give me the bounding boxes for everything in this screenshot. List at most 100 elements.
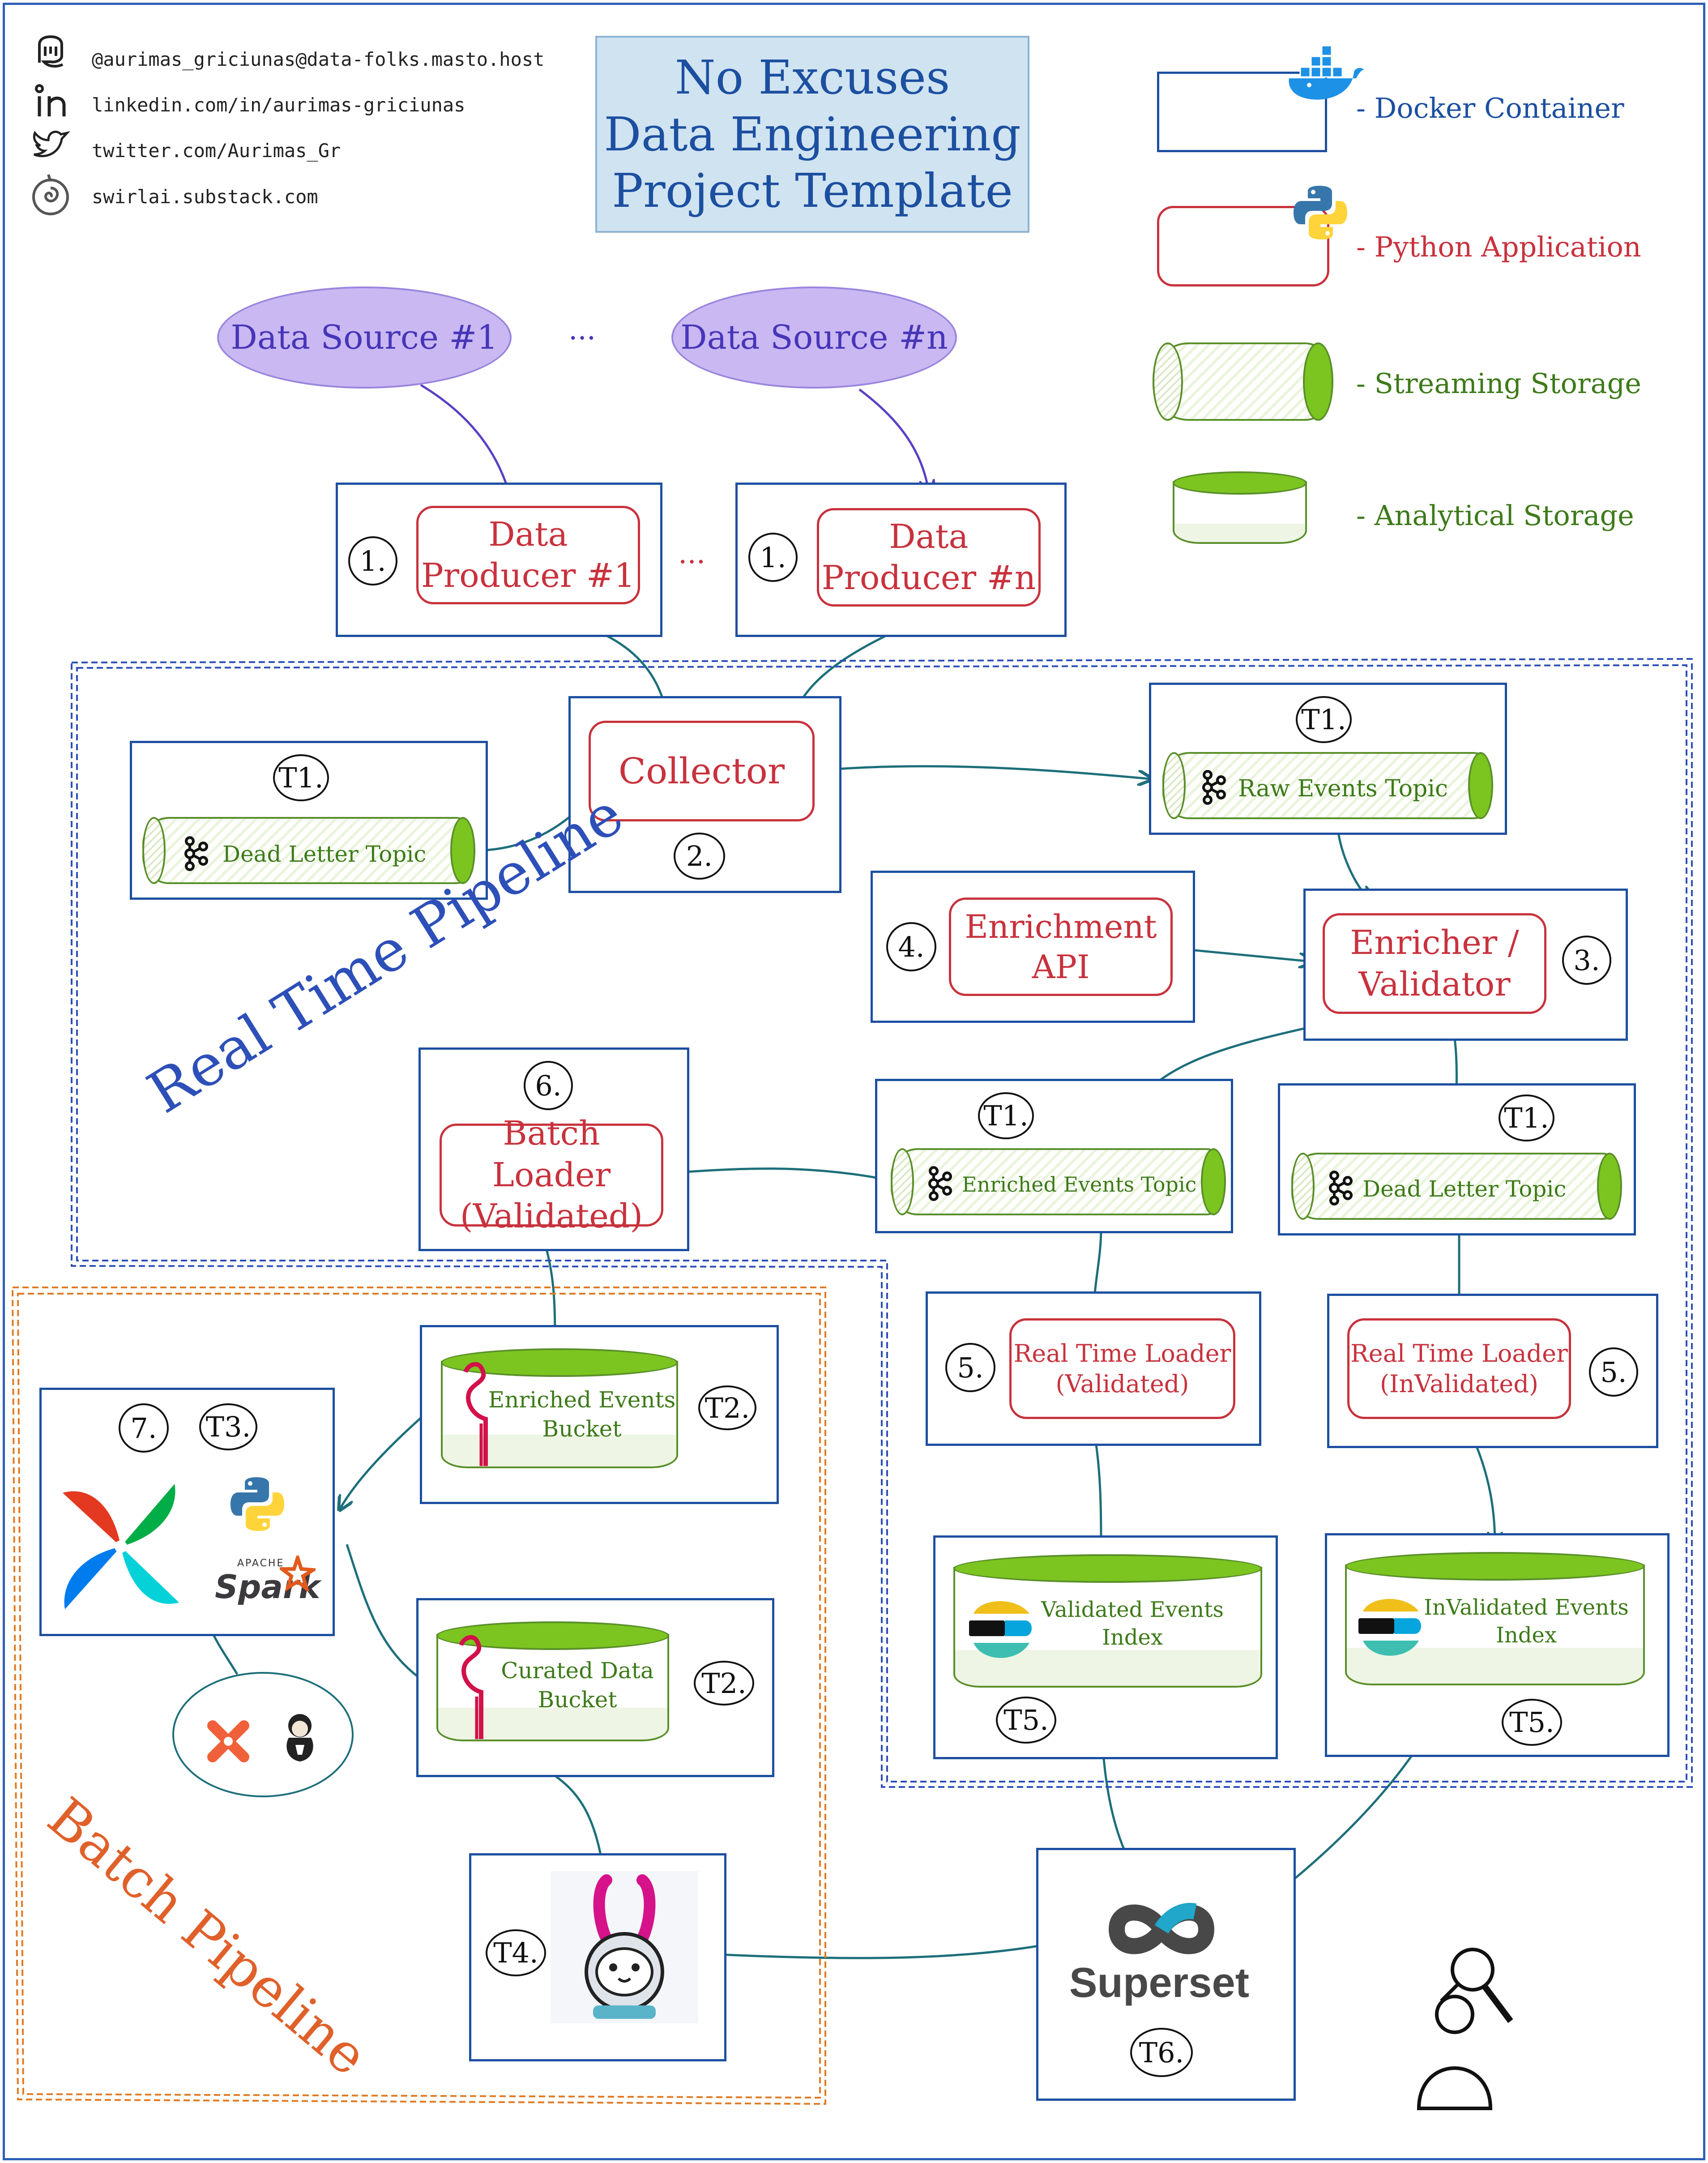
enriched-events-topic-label: Enriched Events Topic	[962, 1172, 1197, 1197]
user-search-icon	[1414, 1938, 1517, 2117]
validated-events-index-label: Validated Events Index	[1041, 1597, 1224, 1650]
substack-handle[interactable]: swirlai.substack.com	[92, 186, 318, 208]
dagster-circle	[172, 1672, 354, 1797]
arrow-trino-superset	[707, 1943, 1056, 1959]
arrow-source1-producer1	[420, 384, 510, 497]
outer-border	[3, 3, 1705, 2160]
arrow-orchestrator-curated	[346, 1544, 434, 1688]
orchestrator-tech-badge: T3.	[199, 1403, 257, 1450]
kafka-icon	[1324, 1170, 1356, 1211]
enriched-bucket-badge: T2.	[698, 1385, 756, 1430]
batch-section-outline-2	[17, 1293, 821, 2099]
batch-loader-badge: 6.	[524, 1061, 573, 1110]
title-line-3: Project Template	[612, 163, 1013, 218]
legend-analytical-icon	[1173, 471, 1307, 544]
enriched-events-topic: Enriched Events Topic	[891, 1148, 1226, 1215]
legend-streaming-icon	[1153, 342, 1333, 421]
title-line-2: Data Engineering	[604, 107, 1021, 162]
spark-icon: APACHE Spark	[213, 1556, 320, 1609]
mastodon-icon	[30, 31, 71, 72]
twitter-handle[interactable]: twitter.com/Aurimas_Gr	[92, 140, 341, 162]
raw-events-topic: Raw Events Topic	[1162, 752, 1493, 819]
dead-letter-badge: T1.	[273, 754, 329, 801]
rt-loader-invalid-badge: 5.	[1589, 1347, 1638, 1397]
elastic-icon	[1356, 1594, 1423, 1661]
producers-ellipsis: ...	[678, 537, 706, 570]
validated-events-index	[953, 1554, 1262, 1688]
python-icon	[226, 1473, 289, 1535]
validated-index-badge: T5.	[996, 1697, 1056, 1744]
superset-icon	[1099, 1896, 1224, 1963]
query-engine-icon	[551, 1871, 698, 2023]
legend-analytical-label: - Analytical Storage	[1356, 499, 1634, 532]
dead-letter-2-badge: T1.	[1499, 1094, 1554, 1141]
batch-loader[interactable]: Batch Loader (Validated)	[440, 1114, 663, 1235]
elastic-icon	[967, 1596, 1034, 1663]
rt-loader-invalidated[interactable]: Real Time Loader (InValidated)	[1347, 1318, 1571, 1419]
flamingo-icon	[457, 1634, 497, 1741]
legend-docker-label: - Docker Container	[1356, 92, 1624, 124]
kafka-icon	[180, 836, 211, 877]
legend-python-box	[1157, 206, 1329, 286]
data-source-n-label: Data Source #n	[680, 318, 948, 357]
raw-topic-badge: T1.	[1296, 696, 1352, 743]
substack-icon	[30, 172, 71, 217]
data-source-1: Data Source #1	[217, 286, 512, 389]
airflow-icon	[58, 1482, 184, 1612]
rt-loader-validated[interactable]: Real Time Loader (Validated)	[1009, 1318, 1235, 1419]
realtime-section-outline	[71, 658, 1693, 1788]
dead-letter-topic-2: Dead Letter Topic	[1291, 1153, 1622, 1220]
linkedin-icon	[30, 81, 71, 121]
superset-badge: T6.	[1130, 2028, 1193, 2077]
arrow-bucket-orchestrator	[340, 1409, 431, 1509]
arrow-rtloader2-invalidindex	[1471, 1436, 1495, 1544]
invalidated-index-badge: T5.	[1502, 1699, 1562, 1746]
spark-apache-text: APACHE	[237, 1558, 285, 1569]
flamingo-icon	[461, 1361, 501, 1468]
twitter-icon	[30, 128, 71, 163]
producer-1[interactable]: Data Producer #1	[416, 506, 640, 604]
collector[interactable]: Collector	[589, 721, 815, 821]
enricher-badge: 3.	[1562, 936, 1611, 985]
enriched-events-bucket-label: Enriched Events Bucket	[488, 1387, 676, 1442]
trino-icon	[275, 1710, 325, 1764]
raw-events-topic-label: Raw Events Topic	[1238, 775, 1448, 802]
title-line-1: No Excuses	[675, 50, 950, 105]
legend-streaming-label: - Streaming Storage	[1356, 367, 1641, 400]
sources-ellipsis: ...	[568, 313, 596, 346]
invalidated-events-index-label: InValidated Events Index	[1424, 1595, 1629, 1648]
batch-section-outline	[11, 1287, 826, 2105]
kafka-icon	[924, 1166, 955, 1206]
arrow-enricher-api	[1182, 949, 1311, 962]
query-engine-badge: T4.	[486, 1929, 546, 1976]
linkedin-handle[interactable]: linkedin.com/in/aurimas-griciunas	[92, 94, 465, 116]
collector-badge: 2.	[674, 833, 725, 880]
docker-icon	[1285, 43, 1365, 110]
orchestrator-badge: 7.	[119, 1403, 169, 1453]
curated-data-bucket-label: Curated Data Bucket	[501, 1658, 654, 1713]
curated-bucket-badge: T2.	[694, 1661, 754, 1706]
dead-letter-topic-label: Dead Letter Topic	[222, 841, 427, 867]
dead-letter-topic-2-label: Dead Letter Topic	[1362, 1176, 1567, 1202]
dagster-icon	[204, 1717, 253, 1766]
rt-loader-valid-badge: 5.	[945, 1343, 995, 1392]
enriched-topic-badge: T1.	[978, 1092, 1034, 1139]
kafka-icon	[1198, 769, 1229, 811]
enrichment-api-badge: 4.	[886, 922, 936, 971]
superset-label: Superset	[1069, 1959, 1250, 2006]
arrow-sourceN-producerN	[858, 389, 929, 492]
arrow-collector-rawtopic	[823, 765, 1150, 779]
mastodon-handle[interactable]: @aurimas_griciunas@data-folks.masto.host	[92, 48, 545, 70]
dead-letter-topic: Dead Letter Topic	[142, 817, 475, 884]
python-icon	[1289, 181, 1352, 244]
legend-python-label: - Python Application	[1356, 231, 1641, 263]
data-source-1-label: Data Source #1	[231, 318, 498, 357]
enricher-validator[interactable]: Enricher / Validator	[1323, 913, 1546, 1014]
arrow-enrichedtopic-batchloader	[671, 1169, 887, 1180]
title-box: No Excuses Data Engineering Project Temp…	[595, 36, 1029, 233]
data-source-n: Data Source #n	[671, 286, 957, 389]
realtime-section-outline-2	[76, 664, 1687, 1783]
enrichment-api[interactable]: Enrichment API	[949, 898, 1173, 996]
producer-n[interactable]: Data Producer #n	[817, 508, 1041, 607]
